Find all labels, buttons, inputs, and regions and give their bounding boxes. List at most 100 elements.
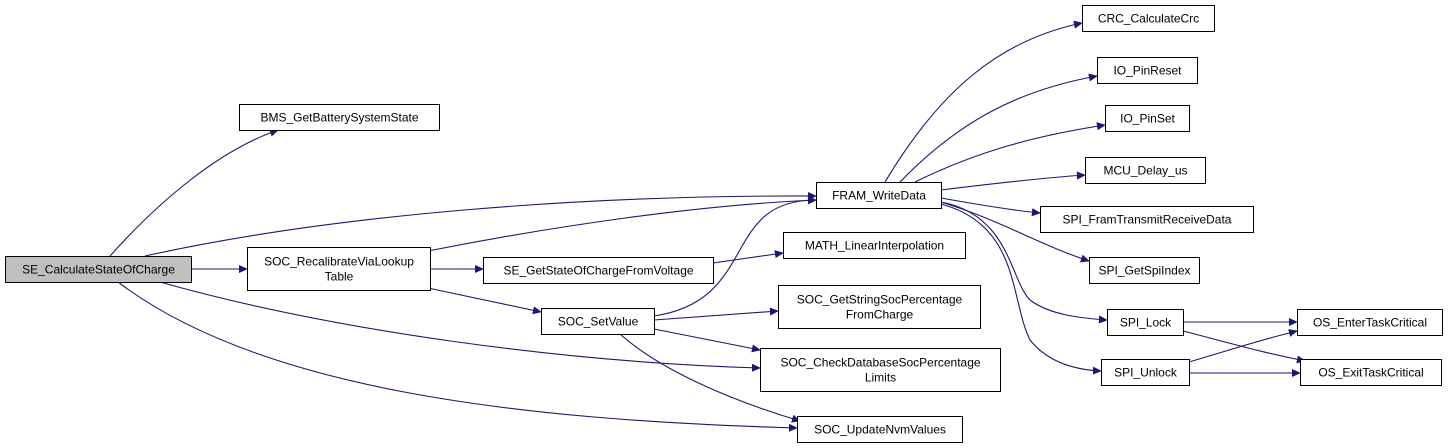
- node-box[interactable]: [816, 182, 942, 209]
- edge-setval-to-fram: [653, 195, 817, 317]
- edge-arrow: [619, 333, 801, 423]
- node-box[interactable]: [483, 257, 714, 284]
- edge-arrow: [653, 307, 779, 321]
- edge-arrow: [159, 281, 761, 372]
- node-label: SPI_FramTransmitReceiveData: [1063, 213, 1232, 227]
- edge-spiunlock-to-osenter: [1188, 328, 1298, 363]
- node-box[interactable]: [1089, 257, 1200, 284]
- edge-fram-to-pinreset: [899, 73, 1098, 183]
- edge-root-to-fram: [144, 191, 817, 257]
- edge-fram-to-spiunlock: [940, 203, 1102, 375]
- node-box[interactable]: [797, 416, 963, 443]
- edge-fram-to-pinset: [914, 122, 1106, 183]
- node-fram[interactable]: FRAM_WriteData: [816, 182, 942, 209]
- edge-arrow: [1182, 330, 1306, 364]
- node-label: SOC_GetStringSocPercentage: [797, 293, 963, 307]
- node-box[interactable]: [541, 308, 655, 335]
- node-label: Limits: [865, 371, 896, 385]
- node-box[interactable]: [760, 348, 1001, 392]
- node-math[interactable]: MATH_LinearInterpolation: [783, 232, 966, 259]
- node-box[interactable]: [1085, 157, 1206, 184]
- edge-arrow: [653, 195, 817, 317]
- node-pinreset[interactable]: IO_PinReset: [1097, 57, 1198, 84]
- edge-arrow: [144, 191, 817, 257]
- edge-arrow: [914, 122, 1106, 183]
- edge-arrow: [884, 20, 1083, 183]
- node-label: MCU_Delay_us: [1103, 164, 1187, 178]
- nodes-layer: SE_CalculateStateOfCharge BMS_GetBatteryS…: [5, 5, 1443, 443]
- edge-fram-to-delay: [940, 171, 1086, 191]
- node-label: SOC_RecalibrateViaLookup: [264, 255, 414, 269]
- edges-layer: [109, 20, 1306, 432]
- node-box[interactable]: [5, 256, 192, 283]
- node-box[interactable]: [783, 232, 966, 259]
- node-label: MATH_LinearInterpolation: [805, 239, 944, 253]
- node-box[interactable]: [239, 104, 440, 131]
- edge-arrow: [940, 201, 1108, 324]
- node-label: IO_PinReset: [1113, 64, 1182, 78]
- node-label: SPI_Lock: [1120, 316, 1172, 330]
- node-getsoc[interactable]: SE_GetStateOfChargeFromVoltage: [483, 257, 714, 284]
- edge-root-to-checkdb: [159, 281, 761, 372]
- node-label: CRC_CalculateCrc: [1098, 12, 1199, 26]
- node-label: SOC_UpdateNvmValues: [814, 423, 946, 437]
- node-spitx[interactable]: SPI_FramTransmitReceiveData: [1040, 206, 1254, 233]
- node-box[interactable]: [1105, 105, 1190, 132]
- node-osexit[interactable]: OS_ExitTaskCritical: [1300, 359, 1442, 386]
- node-label: SE_CalculateStateOfCharge: [22, 263, 175, 277]
- edge-root-to-nvm: [117, 281, 798, 432]
- node-spilock[interactable]: SPI_Lock: [1107, 309, 1184, 336]
- node-label: IO_PinSet: [1120, 112, 1175, 126]
- node-delay[interactable]: MCU_Delay_us: [1085, 157, 1206, 184]
- node-bms[interactable]: BMS_GetBatterySystemState: [239, 104, 440, 131]
- node-spiunlock[interactable]: SPI_Unlock: [1101, 359, 1190, 386]
- node-root[interactable]: SE_CalculateStateOfCharge: [5, 256, 192, 283]
- edge-recal-to-setval: [427, 287, 542, 315]
- node-box[interactable]: [1300, 359, 1442, 386]
- edge-setval-to-nvm: [619, 333, 801, 423]
- node-spiidx[interactable]: SPI_GetSpiIndex: [1089, 257, 1200, 284]
- node-label: SPI_Unlock: [1114, 366, 1178, 380]
- node-box[interactable]: [778, 285, 981, 329]
- edge-arrow: [427, 196, 817, 252]
- edge-fram-to-crc: [884, 20, 1083, 183]
- edge-arrow: [712, 250, 784, 264]
- node-label: FRAM_WriteData: [832, 189, 926, 203]
- edge-fram-to-spiidx: [940, 201, 1090, 263]
- node-box[interactable]: [1040, 206, 1254, 233]
- edge-fram-to-spitx: [940, 197, 1041, 217]
- node-box[interactable]: [1082, 5, 1215, 32]
- edge-arrow: [940, 201, 1090, 263]
- edge-fram-to-spilock: [940, 201, 1108, 324]
- node-label: SPI_GetSpiIndex: [1098, 264, 1190, 278]
- node-setval[interactable]: SOC_SetValue: [541, 308, 655, 335]
- node-box[interactable]: [247, 247, 431, 291]
- edge-recal-to-fram: [427, 196, 817, 252]
- node-label: FromCharge: [846, 308, 914, 322]
- node-label: SOC_CheckDatabaseSocPercentage: [780, 356, 980, 370]
- node-pinset[interactable]: IO_PinSet: [1105, 105, 1190, 132]
- edge-getsoc-to-math: [712, 250, 784, 264]
- node-label: BMS_GetBatterySystemState: [260, 111, 418, 125]
- node-nvm[interactable]: SOC_UpdateNvmValues: [797, 416, 963, 443]
- node-label: Table: [325, 270, 354, 284]
- edge-spilock-to-osexit: [1182, 330, 1306, 364]
- node-box[interactable]: [1101, 359, 1190, 386]
- edge-arrow: [940, 197, 1041, 217]
- edge-setval-to-checkdb: [653, 328, 761, 353]
- node-box[interactable]: [1297, 309, 1443, 336]
- node-box[interactable]: [1097, 57, 1198, 84]
- edge-arrow: [109, 128, 279, 257]
- edge-arrow: [899, 73, 1098, 183]
- edge-arrow: [427, 287, 542, 315]
- node-box[interactable]: [1107, 309, 1184, 336]
- edge-arrow: [117, 281, 798, 432]
- edge-arrow: [1188, 328, 1298, 363]
- node-crc[interactable]: CRC_CalculateCrc: [1082, 5, 1215, 32]
- node-osenter[interactable]: OS_EnterTaskCritical: [1297, 309, 1443, 336]
- edge-arrow: [940, 203, 1102, 375]
